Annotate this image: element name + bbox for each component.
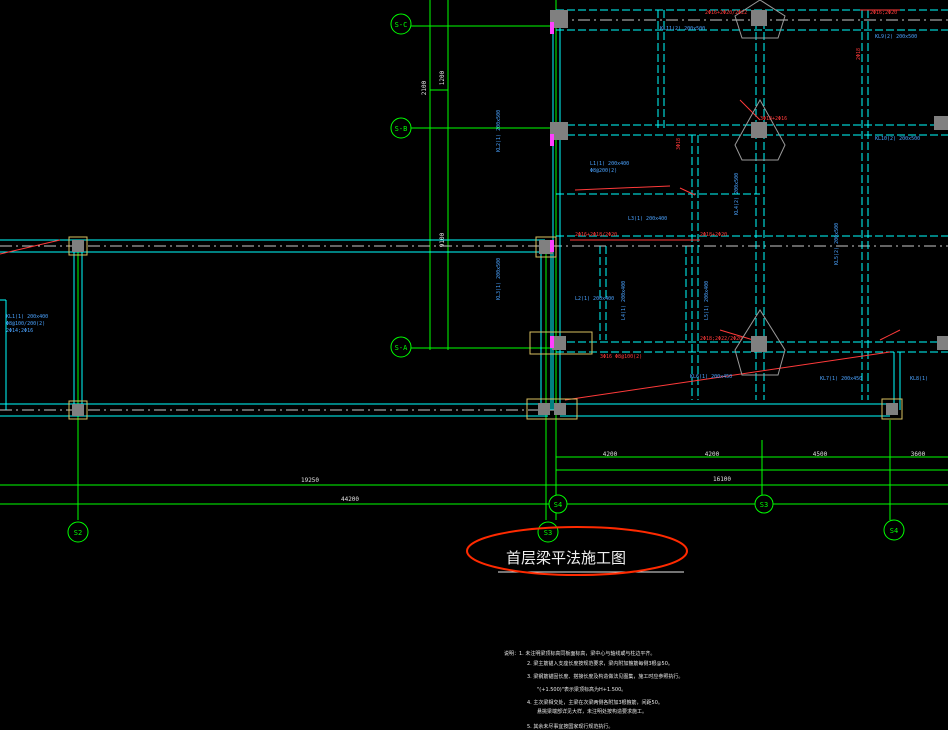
axis-label-s2: S2 xyxy=(74,529,82,537)
svg-text:KL5(2) 200x500: KL5(2) 200x500 xyxy=(834,223,840,265)
axis-bubbles xyxy=(67,13,905,543)
svg-text:L1(1) 200x400: L1(1) 200x400 xyxy=(590,161,629,167)
note-line-7: 5. 其余未尽事宜按国家现行规范执行。 xyxy=(527,723,613,730)
svg-text:KL4(2) 200x500: KL4(2) 200x500 xyxy=(734,173,740,215)
dim-bottom-right-total: 16100 xyxy=(713,476,731,483)
svg-text:2Φ18: 2Φ18 xyxy=(856,48,862,60)
dim-bottom-left: 19250 xyxy=(301,477,319,484)
svg-text:2Φ16+2Φ20/2Φ22: 2Φ16+2Φ20/2Φ22 xyxy=(705,10,747,16)
axis-bubble-labels: S-C S-B S-A S2 S3 S4 S3 S4 xyxy=(74,21,898,537)
dim-left-3: 9100 xyxy=(439,232,446,247)
svg-text:L5(1) 200x400: L5(1) 200x400 xyxy=(704,281,710,320)
svg-text:KL6(1) 200x450: KL6(1) 200x450 xyxy=(690,374,732,380)
title-highlight-ellipse xyxy=(466,526,688,576)
axis-label-s-c: S-C xyxy=(395,21,408,29)
dim-left-2: 1200 xyxy=(439,70,446,85)
axis-label-s4b: S4 xyxy=(890,527,898,535)
svg-text:2Φ18;2Φ22/2Φ20: 2Φ18;2Φ22/2Φ20 xyxy=(700,336,742,342)
columns xyxy=(68,10,948,420)
beam-annotation-text: KL1(1) 200x400 Φ8@100/200(2) 2Φ14;2Φ16 K… xyxy=(6,26,928,382)
svg-text:KL11(2) 200x500: KL11(2) 200x500 xyxy=(660,26,705,32)
column-marks xyxy=(550,22,554,348)
dim-span-1: 4200 xyxy=(603,451,618,458)
svg-text:Φ8@200(2): Φ8@200(2) xyxy=(590,168,617,174)
axis-label-s-b: S-B xyxy=(395,125,408,133)
center-lines xyxy=(0,19,948,411)
svg-text:3Φ16 Φ8@100(2): 3Φ16 Φ8@100(2) xyxy=(600,354,642,360)
svg-text:2Φ18+2Φ20: 2Φ18+2Φ20 xyxy=(700,232,727,238)
dim-span-2: 4200 xyxy=(705,451,720,458)
svg-text:3Φ18: 3Φ18 xyxy=(676,138,682,150)
svg-text:KL1(1) 200x400: KL1(1) 200x400 xyxy=(6,314,48,320)
svg-text:KL10(2) 200x500: KL10(2) 200x500 xyxy=(875,136,920,142)
axis-label-s-a: S-A xyxy=(395,344,408,352)
svg-text:KL3(1) 200x500: KL3(1) 200x500 xyxy=(496,258,502,300)
note-line-4: "(+1.500)"表示梁顶标高为H+1.500。 xyxy=(537,686,626,693)
dim-bottom-total: 44200 xyxy=(341,496,359,503)
svg-text:2Φ16+2Φ18/2Φ20: 2Φ16+2Φ18/2Φ20 xyxy=(575,232,617,238)
svg-text:KL9(2) 200x500: KL9(2) 200x500 xyxy=(875,34,917,40)
svg-text:2Φ16;2Φ20: 2Φ16;2Φ20 xyxy=(870,10,897,16)
drawing-title: 首层梁平法施工图 xyxy=(506,549,626,567)
svg-text:KL2(1) 200x500: KL2(1) 200x500 xyxy=(496,110,502,152)
axis-label-s3b: S3 xyxy=(760,501,768,509)
note-line-3: 3. 梁钢筋锚固长度、搭接长度及构造做法见图集，施工时应参照执行。 xyxy=(527,673,683,680)
column-cap-outlines xyxy=(734,0,786,376)
note-line-2: 2. 梁主筋锚入支座长度按规范要求，梁内附加箍筋每侧3根@50。 xyxy=(527,660,673,667)
note-line-6: 悬挑梁端部详见大样，未注明处按构造要求施工。 xyxy=(537,708,647,715)
svg-text:L4(1) 200x400: L4(1) 200x400 xyxy=(621,281,627,320)
svg-text:Φ8@100/200(2): Φ8@100/200(2) xyxy=(6,321,45,327)
beam-annotation-red-text: 2Φ16+2Φ20/2Φ22 2Φ16;2Φ20 2Φ16+2Φ18/2Φ20 … xyxy=(575,10,897,360)
dimension-text: 19250 44200 16100 4200 4200 4500 3600 21… xyxy=(301,70,926,503)
svg-text:L3(1) 200x400: L3(1) 200x400 xyxy=(628,216,667,222)
design-notes: 说明：1. 未注明梁顶标高同板面标高，梁中心与轴线或与柱边平齐。 2. 梁主筋锚… xyxy=(504,650,683,730)
svg-text:KL8(1): KL8(1) xyxy=(910,376,928,382)
grid-lines xyxy=(0,0,948,520)
svg-text:KL7(1) 200x450: KL7(1) 200x450 xyxy=(820,376,862,382)
dim-span-4: 3600 xyxy=(911,451,926,458)
dim-left-1: 2100 xyxy=(421,80,428,95)
svg-text:3Φ18+2Φ16: 3Φ18+2Φ16 xyxy=(760,116,787,122)
note-line-1: 说明：1. 未注明梁顶标高同板面标高，梁中心与轴线或与柱边平齐。 xyxy=(504,650,655,657)
svg-text:L2(1) 200x400: L2(1) 200x400 xyxy=(575,296,614,302)
axis-label-s3: S3 xyxy=(544,529,552,537)
svg-text:2Φ14;2Φ16: 2Φ14;2Φ16 xyxy=(6,328,33,334)
dim-span-3: 4500 xyxy=(813,451,828,458)
axis-label-s4: S4 xyxy=(554,501,562,509)
note-line-5: 4. 主次梁相交处，主梁在次梁两侧各附加3根箍筋，间距50。 xyxy=(527,699,663,706)
